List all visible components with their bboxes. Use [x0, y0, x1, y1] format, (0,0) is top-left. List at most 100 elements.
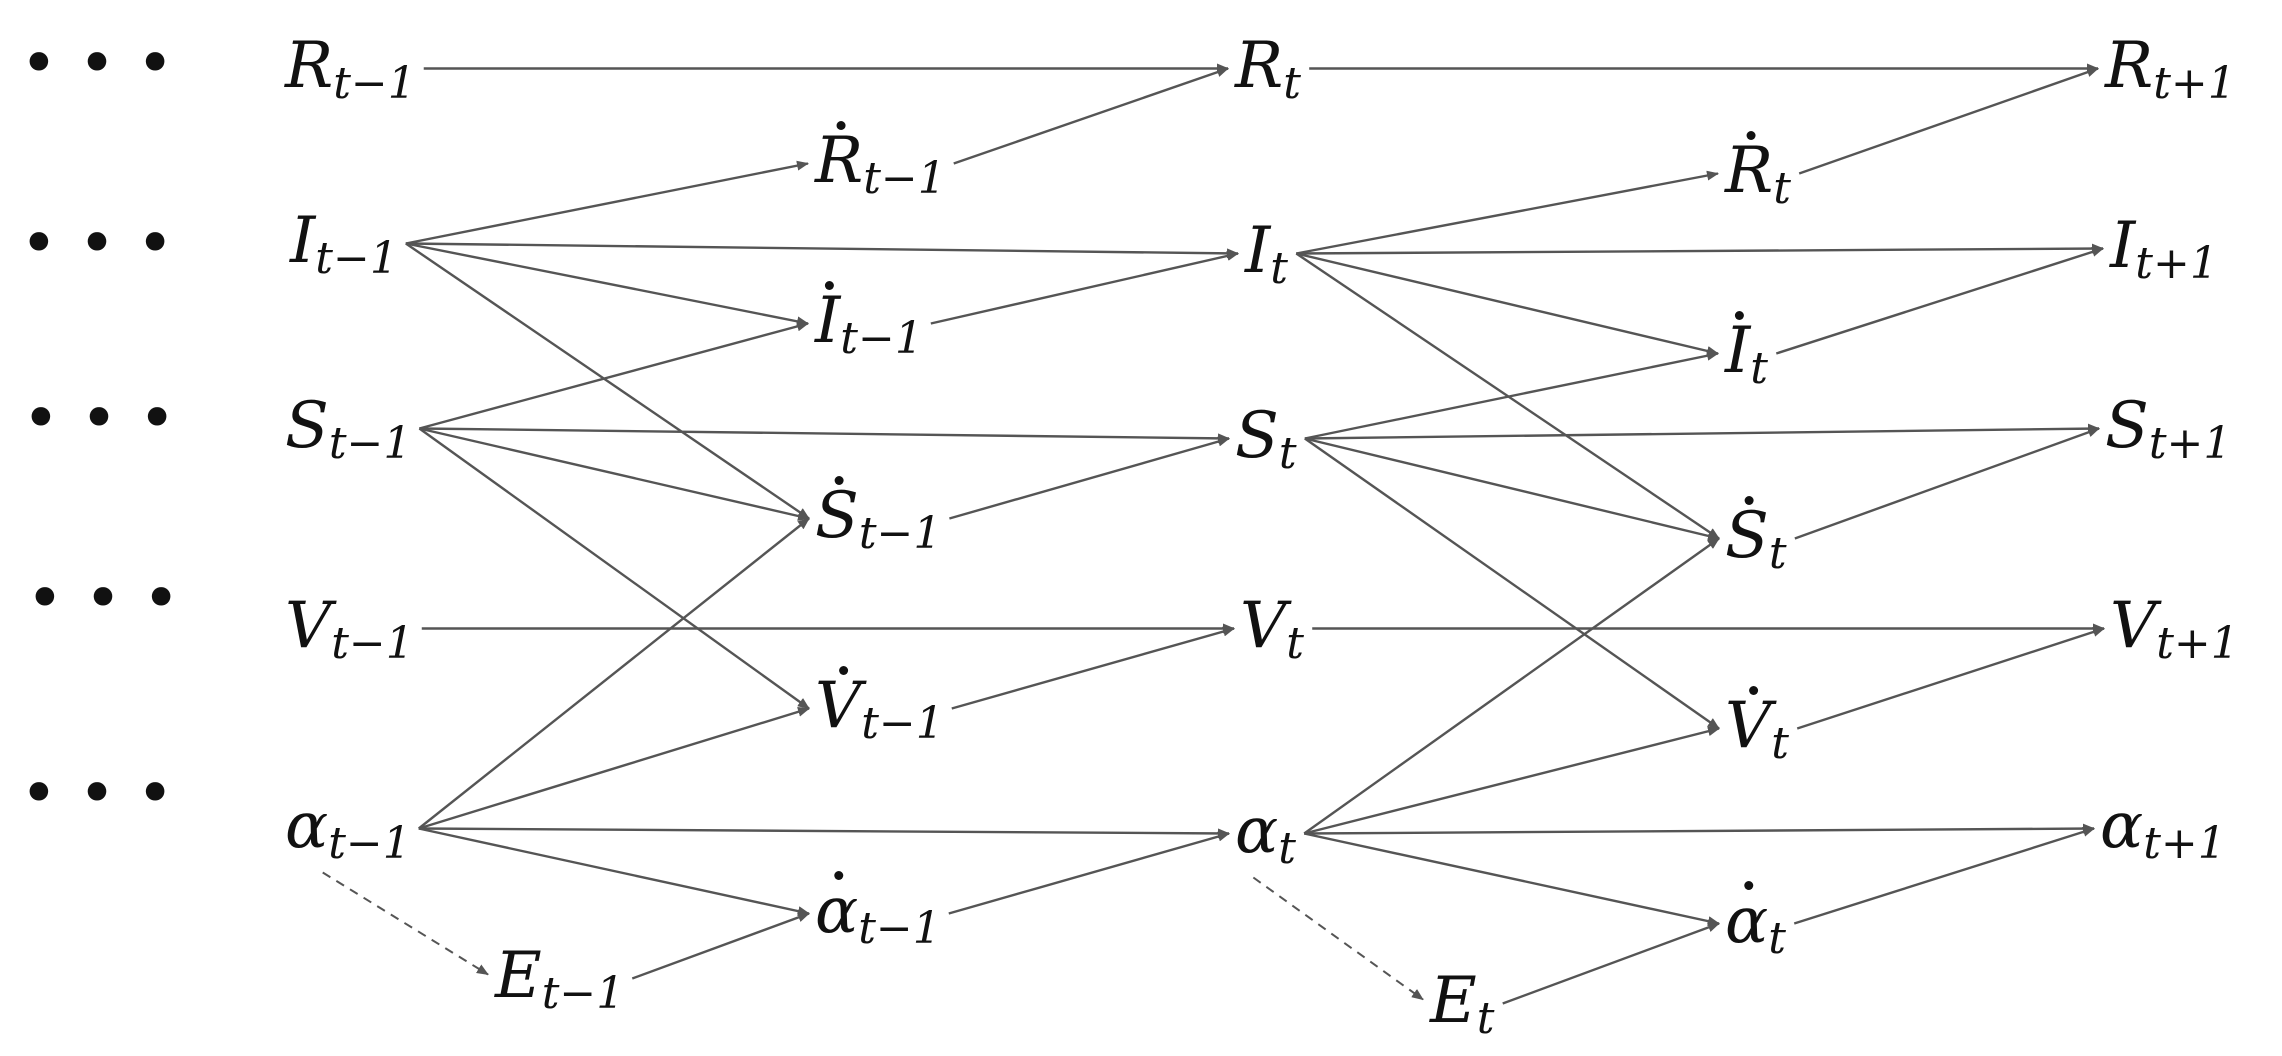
node-v-t: Vt: [1240, 589, 1304, 669]
edge-i-t-to-rd-t: [1296, 170, 1719, 255]
derivative-dot: [1749, 686, 1759, 695]
edge-i-prev-to-rd-prev: [405, 160, 809, 245]
derivative-dot: [1744, 496, 1754, 505]
node-subscript: t: [1769, 528, 1787, 579]
node-subscript: t−1: [329, 418, 412, 469]
node-vd-prev: Vt−1: [815, 666, 944, 749]
node-label: It: [1724, 314, 1768, 394]
node-rd-prev: Rt−1: [814, 121, 946, 204]
node-label: Vt−1: [285, 589, 414, 669]
node-symbol: R: [284, 29, 333, 103]
node-label: St−1: [815, 479, 941, 559]
derivative-dot: [834, 476, 844, 485]
node-ad-prev: αt−1: [815, 871, 941, 954]
node-symbol: S: [1235, 399, 1279, 473]
node-subscript: t: [1278, 823, 1296, 874]
node-i-t: It: [1244, 214, 1288, 294]
edge-rd-prev-to-r-t: [953, 67, 1229, 165]
derivative-dot: [1746, 131, 1756, 140]
ellipsis-row-r: • • •: [20, 27, 174, 101]
node-label: St: [1235, 399, 1297, 479]
node-subscript: t: [1270, 243, 1288, 294]
node-label: It−1: [814, 284, 923, 364]
node-label: Rt: [1234, 29, 1301, 109]
node-symbol: S: [2105, 389, 2149, 463]
node-subscript: t+1: [2153, 58, 2236, 109]
edge-sd-t-to-s-next: [1794, 427, 2100, 540]
node-symbol: V: [2110, 589, 2162, 663]
node-subscript: t: [1773, 163, 1791, 214]
edge-s-t-to-vd-t: [1304, 437, 1720, 730]
edge-a-t-to-a-next: [1304, 823, 2095, 835]
node-subscript: t: [1286, 618, 1304, 669]
node-label: Vt: [1240, 589, 1304, 669]
node-symbol: I: [814, 284, 842, 358]
node-ad-t: αt: [1725, 881, 1786, 964]
node-label: St: [1725, 499, 1787, 579]
node-label: It−1: [289, 204, 398, 284]
node-sd-t: St: [1725, 496, 1787, 579]
node-a-t: αt: [1235, 794, 1296, 874]
node-symbol: V: [1725, 689, 1777, 763]
node-symbol: I: [289, 204, 317, 278]
edges-layer: [322, 63, 2105, 1005]
edge-a-prev-to-vd-prev: [418, 706, 810, 830]
node-symbol: α: [1725, 884, 1768, 958]
node-symbol: R: [1234, 29, 1283, 103]
derivative-dot: [824, 281, 834, 290]
edge-vd-t-to-v-next: [1796, 627, 2105, 730]
node-a-next: αt+1: [2100, 789, 2226, 869]
node-subscript: t−1: [331, 618, 414, 669]
edge-a-t-to-e-t: [1252, 876, 1424, 1001]
node-subscript: t−1: [861, 698, 944, 749]
node-label: Rt−1: [814, 124, 946, 204]
node-i-next: It+1: [2109, 209, 2218, 289]
edge-ad-prev-to-a-t: [948, 831, 1230, 915]
derivative-dot: [836, 121, 846, 130]
derivative-dot: [1744, 881, 1754, 890]
node-subscript: t: [1279, 428, 1297, 479]
edge-s-t-to-s-next: [1304, 423, 2100, 440]
edge-a-prev-to-e-prev: [322, 871, 489, 976]
node-symbol: R: [2104, 29, 2153, 103]
ellipsis-row-s: • • •: [22, 382, 176, 456]
node-symbol: I: [2109, 209, 2137, 283]
node-symbol: S: [285, 389, 329, 463]
node-label: αt: [1235, 794, 1296, 874]
node-r-t: Rt: [1234, 29, 1301, 109]
node-e-t: Et: [1429, 964, 1495, 1044]
node-id-prev: It−1: [814, 281, 923, 364]
node-e-prev: Et−1: [494, 939, 624, 1019]
edge-a-prev-to-ad-prev: [418, 827, 810, 917]
node-rd-t: Rt: [1724, 131, 1791, 214]
node-label: Vt−1: [815, 669, 944, 749]
node-s-t: St: [1235, 399, 1297, 479]
node-label: Rt+1: [2104, 29, 2236, 109]
node-symbol: R: [1724, 134, 1773, 208]
node-label: Vt+1: [2110, 589, 2239, 669]
node-sd-prev: St−1: [815, 476, 941, 559]
node-subscript: t−1: [840, 313, 923, 364]
ellipsis-row-i: • • •: [20, 207, 174, 281]
node-subscript: t+1: [2156, 618, 2239, 669]
node-label: It: [1244, 214, 1288, 294]
node-label: St+1: [2105, 389, 2231, 469]
node-r-prev: Rt−1: [284, 29, 416, 109]
edge-a-t-to-ad-t: [1303, 832, 1720, 927]
node-subscript: t−1: [333, 58, 416, 109]
ellipsis-column: • • • • • • • • • • • • • • •: [20, 27, 180, 831]
node-symbol: V: [285, 589, 337, 663]
node-subscript: t: [1283, 58, 1301, 109]
node-subscript: t: [1477, 993, 1495, 1044]
edge-a-prev-to-a-t: [418, 827, 1230, 839]
node-s-prev: St−1: [285, 389, 411, 469]
node-subscript: t+1: [2149, 418, 2232, 469]
node-subscript: t−1: [858, 903, 941, 954]
edge-a-t-to-sd-t: [1303, 537, 1720, 835]
edge-i-t-to-i-next: [1296, 243, 2104, 255]
node-subscript: t+1: [2143, 818, 2226, 869]
edge-ad-t-to-a-next: [1793, 827, 2095, 925]
node-symbol: I: [1724, 314, 1752, 388]
node-symbol: α: [285, 789, 328, 863]
